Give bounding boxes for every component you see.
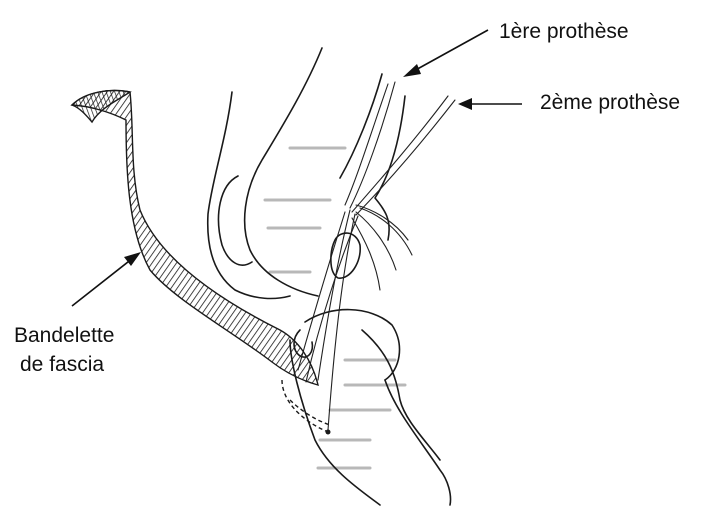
femur-outline <box>208 48 405 298</box>
label-first-prosthesis: 1ère prothèse <box>499 19 629 45</box>
label-fascia-strip-line2: de fascia <box>20 352 104 378</box>
label-fascia-strip-line1: Bandelette <box>14 323 114 349</box>
tibia-outline <box>290 310 451 505</box>
fixation-point <box>326 430 331 435</box>
arrow-first-prosthesis <box>403 30 488 77</box>
background-print-traces <box>265 148 405 468</box>
label-second-prosthesis: 2ème prothèse <box>540 90 680 116</box>
arrow-second-prosthesis <box>458 98 522 110</box>
prosthesis-strands <box>298 82 455 430</box>
arrow-fascia-strip <box>72 252 141 306</box>
fascia-dashed-route <box>282 380 330 432</box>
